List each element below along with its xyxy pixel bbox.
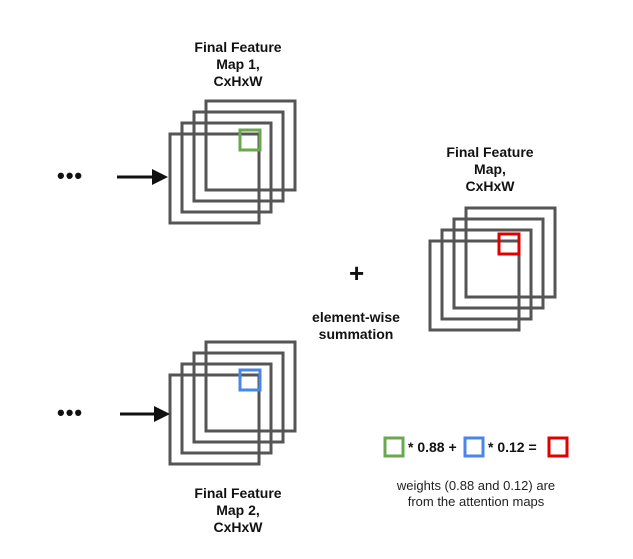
ellipsis-top: ••• [57, 163, 84, 188]
map2-layer-4 [168, 373, 261, 466]
feature-map-1-stack [168, 99, 297, 225]
map2-layer-3 [180, 362, 273, 455]
map-2-title: Final Feature Map 2, CxHxW [194, 485, 282, 535]
ellipsis-bottom: ••• [57, 400, 84, 425]
map1-layer-1 [204, 99, 297, 192]
map2-layer-1 [204, 340, 297, 433]
result-layer-3 [440, 228, 533, 321]
result-feature-map-stack [428, 206, 557, 332]
result-layer-4 [428, 239, 521, 332]
map1-layer-2 [192, 110, 285, 203]
map2-layer-2 [192, 351, 285, 444]
plus-operator: + [349, 258, 365, 288]
map1-layer-3 [180, 121, 273, 214]
result-layer-1 [464, 206, 557, 299]
result-map-title: Final Feature Map, CxHxW [446, 144, 534, 194]
arrow-to-map-1 [117, 169, 168, 185]
map1-green-highlight [238, 128, 262, 152]
feature-map-2-stack [168, 340, 297, 466]
map1-layer-4 [168, 132, 261, 225]
result-layer-2 [452, 217, 545, 310]
result-red-highlight [497, 232, 521, 256]
operation-label: element-wise summation [312, 309, 400, 342]
equation-term-2: * 0.12 = [488, 439, 537, 455]
map-1-title: Final Feature Map 1, CxHxW [194, 39, 282, 89]
arrow-to-map-2 [120, 406, 170, 422]
equation-term-1: * 0.88 + [408, 439, 457, 455]
equation-blue-square [463, 436, 485, 458]
equation-red-square [547, 436, 569, 458]
map2-blue-highlight [238, 368, 262, 392]
equation-green-square [383, 436, 405, 458]
weights-footnote: weights (0.88 and 0.12) are from the att… [396, 478, 556, 509]
